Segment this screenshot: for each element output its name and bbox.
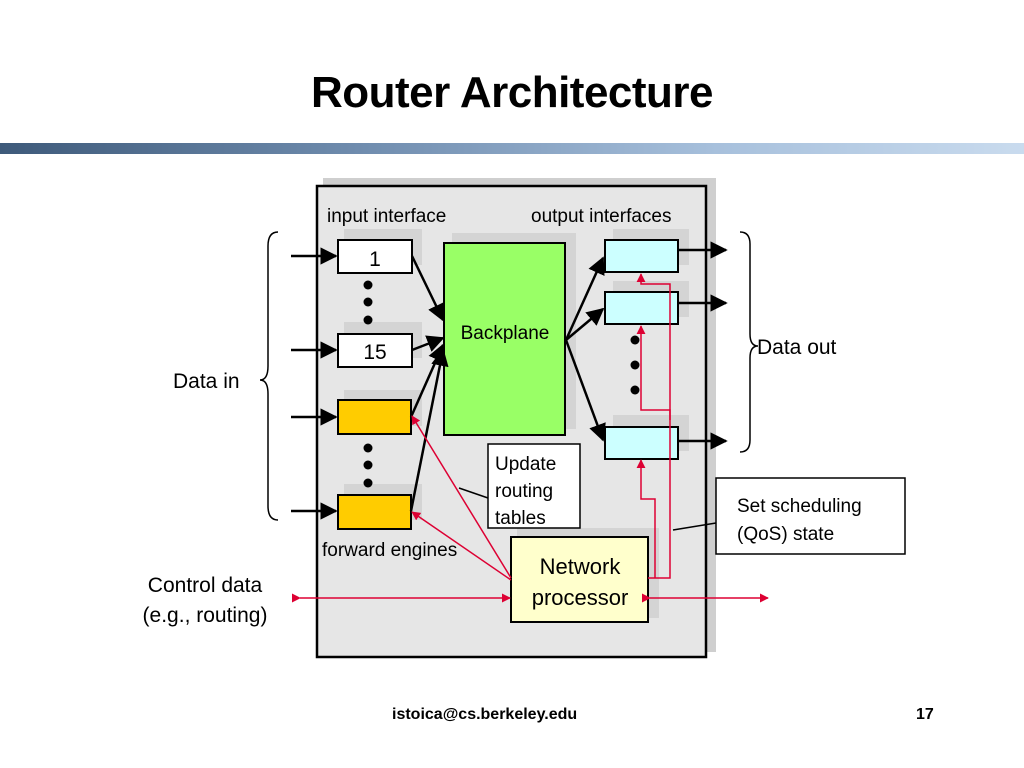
- data-in-brace: [259, 231, 279, 521]
- port-to-backplane-arrow: [410, 255, 445, 322]
- slide-title: Router Architecture: [310, 68, 714, 117]
- ellipsis-dot: [630, 385, 640, 395]
- ellipsis-dot: [363, 297, 373, 307]
- data-out-brace: [739, 231, 759, 453]
- callout-text: (QoS) state: [737, 524, 834, 545]
- control-data-label: (e.g., routing): [143, 604, 268, 627]
- input-port-label: 1: [369, 248, 381, 271]
- backplane: [443, 242, 566, 436]
- forward-engines-label: forward engines: [322, 540, 457, 561]
- title-rule: [0, 143, 1024, 154]
- ellipsis-dot: [363, 280, 373, 290]
- backplane-to-port-arrow: [565, 307, 605, 341]
- output-port-1: [604, 239, 679, 273]
- control-path-scheduling: [636, 273, 671, 322]
- input-port-15: [337, 333, 413, 368]
- callout-text: routing: [495, 481, 553, 502]
- page-number: 17: [916, 706, 934, 723]
- port-to-backplane-arrow: [411, 335, 445, 352]
- output-port-3: [604, 426, 679, 460]
- ellipsis-dot: [363, 460, 373, 470]
- scheduling-callout: [715, 477, 906, 555]
- backplane-label: Backplane: [461, 323, 550, 344]
- output-interfaces-label: output interfaces: [531, 206, 671, 227]
- ellipsis-dot: [363, 315, 373, 325]
- callout-text: Set scheduling: [737, 496, 862, 517]
- update-routing-callout: [487, 443, 581, 529]
- input-interface-label: input interface: [327, 206, 446, 227]
- backplane-to-port-arrow: [564, 256, 605, 341]
- ellipsis-dot: [630, 360, 640, 370]
- input-port-1: [337, 239, 413, 274]
- control-path-scheduling: [636, 459, 656, 578]
- control-path-scheduling: [636, 325, 671, 420]
- network-processor-label: Network: [540, 554, 622, 579]
- callout-text: Update: [495, 454, 556, 475]
- forward-engine-1: [337, 399, 412, 435]
- control-path-arrow: [411, 415, 512, 579]
- ellipsis-dot: [630, 335, 640, 345]
- callout-text: tables: [495, 508, 546, 529]
- footer-email: istoica@cs.berkeley.edu: [392, 706, 578, 723]
- ellipsis-dot: [363, 478, 373, 488]
- output-port-2: [604, 291, 679, 325]
- router-diagram: input interface output interfaces 1 15 f…: [143, 178, 906, 659]
- ellipsis-dot: [363, 443, 373, 453]
- network-processor: [510, 536, 649, 623]
- control-path-arrow: [411, 511, 512, 581]
- network-processor-label: processor: [532, 585, 629, 610]
- callout-pointer: [672, 522, 717, 531]
- input-port-label: 15: [363, 341, 386, 364]
- engine-to-backplane-arrow: [409, 348, 449, 512]
- data-in-label: Data in: [173, 370, 240, 393]
- forward-engine-2: [337, 494, 412, 530]
- control-data-label: Control data: [148, 574, 263, 597]
- callout-pointer: [458, 487, 489, 499]
- backplane-to-port-arrow: [564, 339, 606, 442]
- data-out-label: Data out: [757, 336, 837, 359]
